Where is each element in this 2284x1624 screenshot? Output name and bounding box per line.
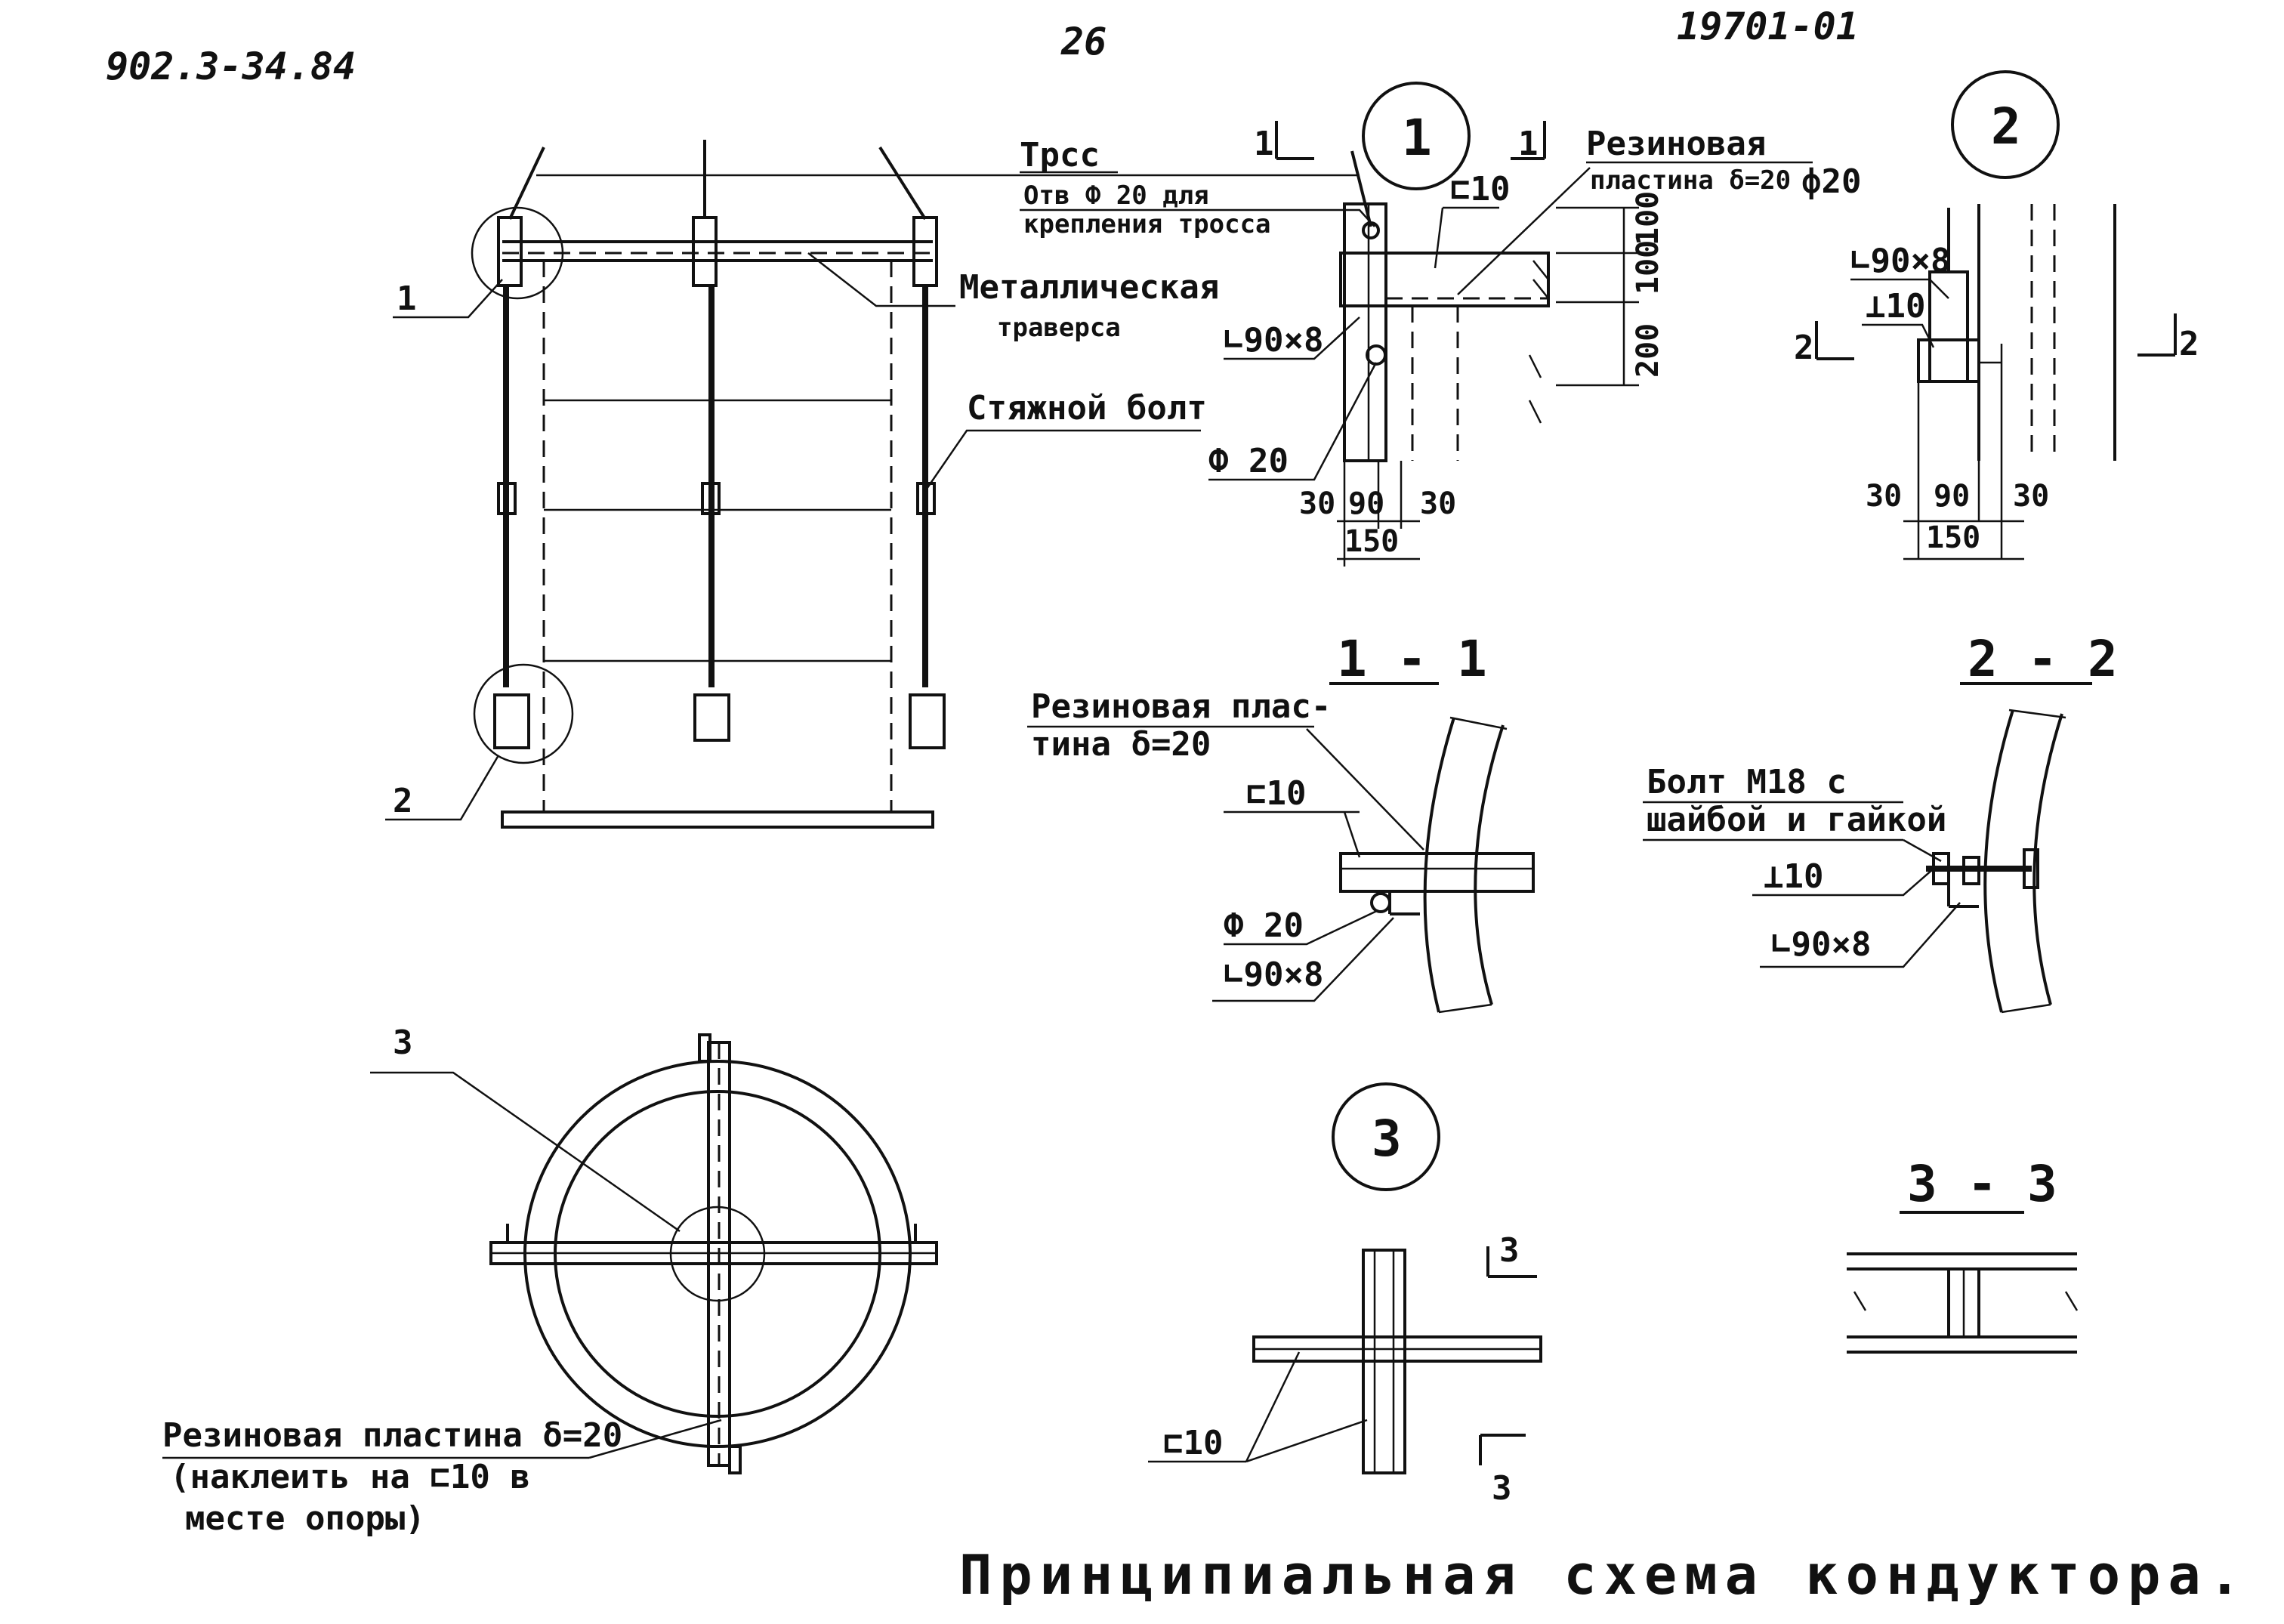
drawing-title: Принципиальная схема кондуктора.: [959, 1543, 2249, 1607]
detail-2-marker: [1951, 70, 2060, 179]
hole-label-line2: крепления тросса: [1023, 209, 1271, 239]
header: 902.3-34.84 26 19701-01: [106, 5, 1859, 88]
plan-callout-3-label: 3: [393, 1023, 413, 1062]
plan-rubber-label-line2: (наклеить на ⊏10 в: [170, 1458, 530, 1496]
detail-2-angle-label: ∟90×8: [1850, 242, 1950, 280]
detail-1-rubber-label-line1: Резиновая: [1586, 125, 1766, 163]
callout-1-label: 1: [397, 279, 417, 318]
detail-2-section-mark-right: 2: [2179, 325, 2199, 363]
detail-2-marker-label: 2: [1991, 97, 2021, 156]
detail-2-dim-30b: 30: [2013, 479, 2049, 514]
bolt-label: Стяжной болт: [967, 389, 1207, 428]
detail-1: 1 1 1 100 100 200: [1208, 82, 1861, 567]
detail-1-angle-label: ∟90×8: [1224, 321, 1323, 360]
detail-1-dim-90: 90: [1348, 486, 1384, 521]
detail-2: 2 2 2 ∟90×8 ⊥10 30 90 30 150: [1794, 70, 2199, 560]
detail-2-section-mark-left: 2: [1794, 329, 1814, 367]
main-elevation-view: 1 2 Трсс Отв Ф 20 для крепления тросса М…: [385, 136, 1375, 829]
section-1-1-angle-label: ∟90×8: [1224, 956, 1323, 994]
detail-1-phi20-top-label: ф20: [1801, 162, 1861, 201]
detail-2-plate-label: ⊥10: [1866, 287, 1925, 326]
plan-rubber-label-line1: Резиновая пластина δ=20: [162, 1416, 622, 1455]
section-2-2-bolt-label-line1: Болт М18 с: [1647, 763, 1847, 801]
detail-1-phi20-label: Ф 20: [1208, 442, 1289, 480]
sheet-code: 19701-01: [1677, 5, 1859, 48]
traverse-label-line1: Металлическая: [959, 268, 1219, 307]
cable-label: Трсс: [1020, 136, 1100, 174]
detail-1-dim-30b: 30: [1420, 486, 1456, 521]
section-2-2-title: 2 - 2: [1968, 630, 2118, 688]
detail-1-dim-200: 200: [1631, 323, 1665, 378]
detail-1-marker-label: 1: [1402, 109, 1432, 167]
callout-2-label: 2: [393, 782, 413, 820]
detail-1-section-mark-right: 1: [1518, 125, 1539, 163]
detail-1-dim-100b: 100: [1631, 240, 1665, 295]
detail-3-marker-label: 3: [1372, 1110, 1402, 1168]
page-number: 26: [1060, 20, 1107, 63]
detail-1-section-mark-left: 1: [1254, 125, 1274, 163]
hole-label-line1: Отв Ф 20 для: [1023, 181, 1209, 211]
section-2-2-bolt-label-line2: шайбой и гайкой: [1647, 801, 1946, 839]
doc-code: 902.3-34.84: [106, 45, 356, 88]
detail-3-section-mark-top: 3: [1499, 1231, 1520, 1270]
detail-1-marker: [1362, 82, 1471, 190]
section-3-3: 3 - 3: [1847, 1155, 2079, 1354]
detail-1-rubber-label-line2: пластина δ=20: [1590, 165, 1791, 196]
section-2-2: 2 - 2 Болт М18 с шайбой и гайкой ⊥10 ∟90…: [1643, 630, 2118, 1014]
detail-2-dim-150: 150: [1926, 520, 1980, 555]
section-3-3-title: 3 - 3: [1907, 1155, 2057, 1213]
cables: [508, 140, 927, 221]
detail-3-marker: [1332, 1082, 1440, 1191]
detail-2-dim-90: 90: [1934, 479, 1970, 514]
detail-3-channel-label: ⊏10: [1163, 1424, 1223, 1462]
section-1-1-title: 1 - 1: [1337, 630, 1487, 688]
detail-1-dim-100a: 100: [1631, 191, 1665, 245]
detail-3: 3 3 3 ⊏10: [1148, 1082, 1542, 1508]
detail-1-dim-30a: 30: [1299, 486, 1335, 521]
section-1-1-channel-label: ⊏10: [1246, 774, 1306, 813]
detail-2-dim-30a: 30: [1866, 479, 1902, 514]
tie-bolts: [497, 287, 936, 687]
detail-1-channel-label: ⊏10: [1450, 170, 1510, 208]
section-2-2-plate-label: ⊥10: [1764, 857, 1823, 896]
section-1-1-rubber-label-line1: Резиновая плас-: [1031, 687, 1331, 726]
section-1-1: 1 - 1 Резиновая плас- тина δ=20 ⊏10 Ф 20…: [1027, 630, 1535, 1014]
detail-3-section-mark-bottom: 3: [1492, 1469, 1512, 1508]
plan-view: 3 Резиновая пластина δ=20 (наклеить на ⊏…: [162, 1023, 938, 1538]
detail-1-dim-150: 150: [1344, 524, 1399, 559]
traverse-label-line2: траверса: [997, 313, 1121, 343]
plan-rubber-label-line3: месте опоры): [185, 1499, 425, 1538]
section-1-1-phi20-label: Ф 20: [1224, 906, 1304, 945]
section-1-1-rubber-label-line2: тина δ=20: [1031, 725, 1211, 764]
section-2-2-angle-label: ∟90×8: [1771, 925, 1871, 964]
